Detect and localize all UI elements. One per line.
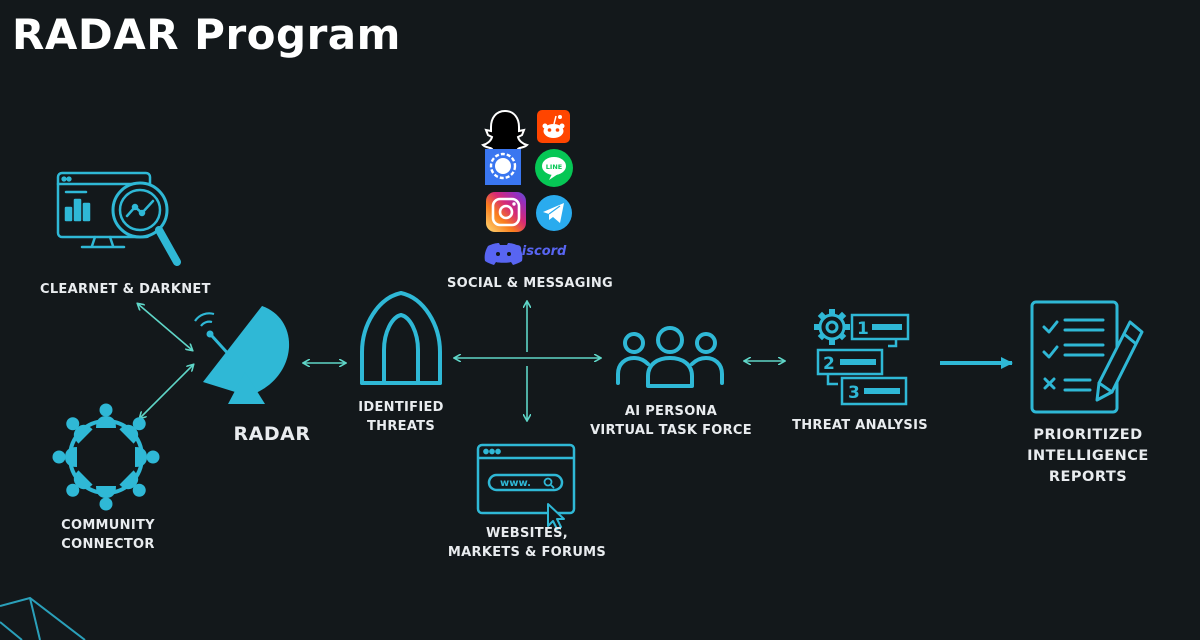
persona-label: AI PERSONA VIRTUAL TASK FORCE (585, 402, 757, 440)
social-label: SOCIAL & MESSAGING (440, 274, 620, 293)
threats-label: IDENTIFIED THREATS (336, 398, 466, 436)
social-app-icons: LINE (481, 109, 573, 265)
persona-label-line-2: VIRTUAL TASK FORCE (590, 423, 752, 438)
connector-arrows (138, 302, 1013, 420)
websites-label: WEBSITES, MARKETS & FORUMS (437, 524, 617, 562)
analysis-step-1: 1 (857, 319, 869, 339)
line-icon-text: LINE (546, 163, 562, 171)
browser-window-icon (476, 443, 576, 530)
discord-label: Discord (511, 244, 567, 259)
reports-label-line-2: INTELLIGENCE (1027, 448, 1149, 464)
websites-label-line-2: MARKETS & FORUMS (447, 545, 607, 560)
browser-address-text: www. (500, 478, 531, 489)
reports-label-line-3: REPORTS (1048, 469, 1128, 485)
threats-label-line-2: THREATS (366, 419, 436, 434)
analysis-step-3: 3 (848, 383, 860, 403)
websites-label-line-1: WEBSITES, (485, 526, 569, 541)
radar-label-line-1: RADAR (233, 423, 311, 445)
satellite-dish-icon (194, 306, 290, 404)
community-label-line-1: COMMUNITY (61, 518, 155, 533)
gear-steps-icon (814, 309, 910, 406)
analysis-step-2: 2 (823, 354, 835, 374)
social-label-line-1: SOCIAL & MESSAGING (446, 276, 613, 291)
persona-label-line-1: AI PERSONA (624, 404, 718, 419)
discord-icon (484, 243, 523, 265)
analysis-label-line-1: THREAT ANALYSIS (792, 418, 928, 433)
clearnet-label: CLEARNET & DARKNET (40, 280, 211, 299)
snapchat-icon (481, 109, 529, 157)
arrow-community-radar (140, 365, 193, 418)
line-icon: LINE (535, 149, 573, 187)
monitor-magnifier-icon (56, 171, 181, 266)
arrow-clearnet-radar (138, 304, 192, 350)
page-title: RADAR Program (12, 10, 401, 59)
reports-label-line-1: PRIORITIZED (1033, 427, 1143, 443)
decorative-corner-lines (0, 596, 86, 640)
radar-label: RADAR (212, 425, 332, 444)
group-people-icon (616, 326, 724, 388)
instagram-icon (486, 192, 526, 232)
checklist-pencil-icon (1030, 300, 1144, 414)
threats-label-line-1: IDENTIFIED (358, 400, 444, 415)
reddit-icon (537, 110, 570, 143)
analysis-label: THREAT ANALYSIS (785, 416, 935, 435)
signal-icon (485, 149, 521, 185)
community-label: COMMUNITY CONNECTOR (30, 516, 186, 554)
reports-label: PRIORITIZED INTELLIGENCE REPORTS (1014, 425, 1162, 488)
telegram-icon (536, 195, 572, 231)
clearnet-label-line-1: CLEARNET & DARKNET (40, 282, 211, 297)
hooded-figure-icon (360, 291, 442, 385)
people-circle-icon (52, 403, 160, 511)
community-label-line-2: CONNECTOR (61, 537, 155, 552)
